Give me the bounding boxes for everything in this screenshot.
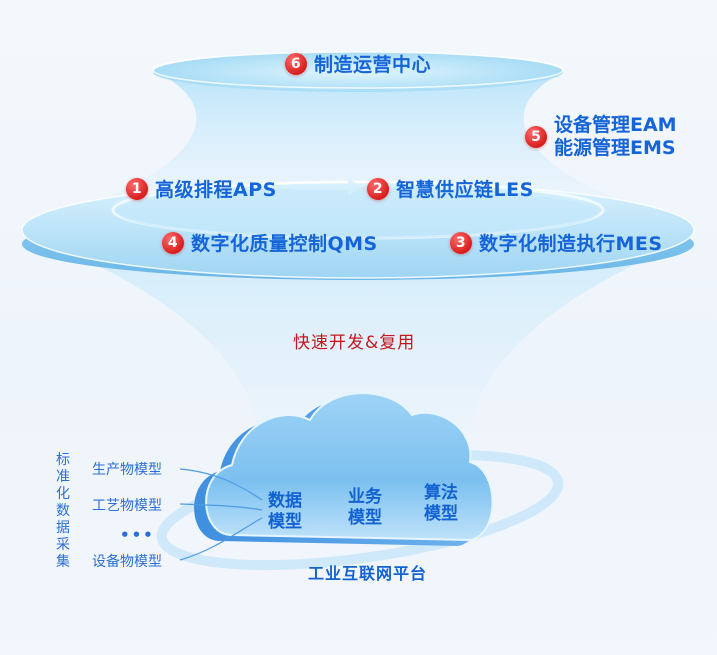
model-line: 模型 xyxy=(424,504,458,524)
module-mes: 3 数字化制造执行MES xyxy=(450,229,663,256)
platform-text: 工业互联网平台 xyxy=(308,564,428,583)
vertical-char: 集 xyxy=(56,554,70,570)
vertical-char: 采 xyxy=(56,537,70,553)
vertical-char: 化 xyxy=(56,486,70,502)
source-production-model: 生产物模型 xyxy=(92,462,162,478)
badge-number: 5 xyxy=(525,126,547,148)
vertical-char: 标 xyxy=(56,452,70,468)
module-qms: 4 数字化质量控制QMS xyxy=(162,229,378,256)
standardized-data-collection-label: 标 准 化 数 据 采 集 xyxy=(56,452,70,571)
model-line: 模型 xyxy=(348,508,382,528)
badge-number: 4 xyxy=(162,231,184,254)
model-line: 数据 xyxy=(268,491,302,511)
industrial-internet-platform-label: 工业互联网平台 xyxy=(308,560,427,584)
module-les: 2 智慧供应链LES xyxy=(367,175,534,202)
rapid-dev-reuse-label: 快速开发&复用 xyxy=(293,328,415,353)
module-label: 高级排程APS xyxy=(155,179,277,201)
vertical-char: 据 xyxy=(56,520,70,536)
badge-number: 6 xyxy=(285,52,307,75)
model-line: 算法 xyxy=(424,483,458,503)
source-ellipsis: ••• xyxy=(120,525,155,544)
module-label-eam: 设备管理EAM xyxy=(554,114,677,136)
module-label: 制造运营中心 xyxy=(314,54,432,76)
module-eam-ems: 5 设备管理EAM 能源管理EMS xyxy=(525,114,677,160)
rapid-dev-reuse-text: 快速开发&复用 xyxy=(293,333,416,353)
module-label: 数字化质量控制QMS xyxy=(191,233,378,255)
data-model: 数据 模型 xyxy=(268,491,302,533)
badge-number: 3 xyxy=(450,231,472,254)
source-process-model: 工艺物模型 xyxy=(92,498,162,514)
algorithm-model: 算法 模型 xyxy=(424,483,458,525)
module-aps: 1 高级排程APS xyxy=(126,175,277,202)
vertical-char: 准 xyxy=(56,469,70,485)
business-model: 业务 模型 xyxy=(348,487,382,529)
model-line: 业务 xyxy=(348,487,382,507)
badge-number: 1 xyxy=(126,177,148,200)
badge-number: 2 xyxy=(367,177,389,200)
module-label-ems: 能源管理EMS xyxy=(554,137,676,159)
source-equipment-model: 设备物模型 xyxy=(92,554,162,570)
model-line: 模型 xyxy=(268,512,302,532)
module-label: 智慧供应链LES xyxy=(396,179,534,201)
module-manufacturing-ops-center: 6 制造运营中心 xyxy=(285,50,431,77)
ellipsis-text: ••• xyxy=(120,526,155,544)
module-label: 数字化制造执行MES xyxy=(479,233,663,255)
vertical-char: 数 xyxy=(56,503,70,519)
